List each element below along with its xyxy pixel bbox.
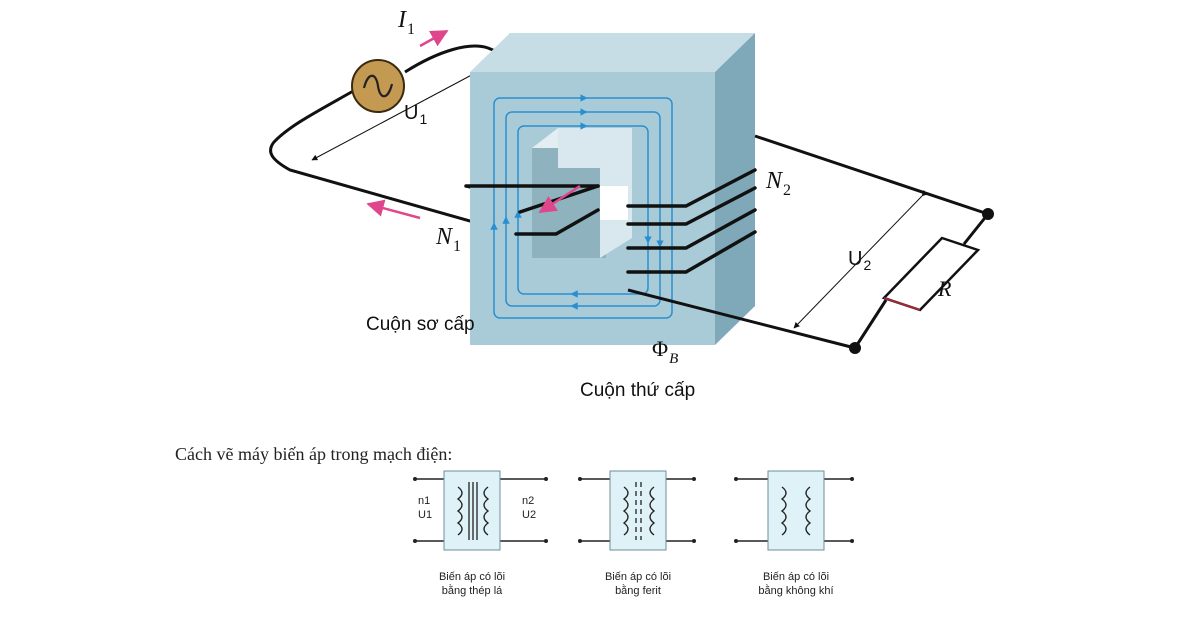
symbol2-caption-line2: bằng ferit: [615, 584, 661, 597]
symbol-air-core: Biến áp có lõi bằng không khí: [734, 470, 854, 597]
flux-lines: [490, 94, 673, 319]
symbol1-label-n2: n2: [522, 495, 534, 507]
symbol1-label-n1: n1: [418, 495, 430, 507]
terminal-dot-top: [982, 208, 994, 220]
current-arrow-return: [366, 199, 421, 220]
secondary-circuit-wire: [627, 134, 990, 350]
label-n2: N2: [765, 168, 791, 199]
transformer-core: [470, 33, 755, 345]
label-secondary-coil: Cuộn thứ cấp: [580, 380, 695, 401]
label-i1: I1: [397, 7, 415, 38]
symbol1-caption-line1: Biến áp có lõi: [439, 571, 505, 583]
symbols-heading: Cách vẽ máy biến áp trong mạch điện:: [175, 444, 452, 464]
symbol-ferrite-core: Biến áp có lõi bằng ferit: [578, 470, 696, 597]
u1-dimension-line: [311, 56, 503, 161]
symbol3-caption-line2: bằng không khí: [758, 584, 833, 597]
terminal-dot-bottom: [849, 342, 861, 354]
label-n1: N1: [435, 224, 461, 255]
label-u2: U2: [848, 248, 871, 273]
symbol1-label-u1: U1: [418, 509, 432, 521]
label-u1: U1: [404, 102, 427, 127]
symbol-steel-core: n1 U1 n2 U2 Biến áp có lõi bằng thép lá: [413, 470, 548, 597]
symbol2-caption-line1: Biến áp có lõi: [605, 571, 671, 583]
u2-dimension-line: [793, 190, 928, 329]
resistor: [881, 236, 981, 312]
current-arrow-i1: [419, 29, 449, 48]
label-r: R: [937, 276, 952, 301]
symbol1-caption-line2: bằng thép lá: [442, 584, 503, 597]
label-flux: ΦB: [652, 336, 678, 367]
secondary-coil: [626, 168, 757, 274]
current-arrow-core: [538, 184, 581, 214]
symbol3-caption-line1: Biến áp có lõi: [763, 571, 829, 583]
symbol1-label-u2: U2: [522, 509, 536, 521]
ac-source: [351, 59, 405, 113]
label-primary-coil: Cuộn sơ cấp: [366, 314, 475, 335]
